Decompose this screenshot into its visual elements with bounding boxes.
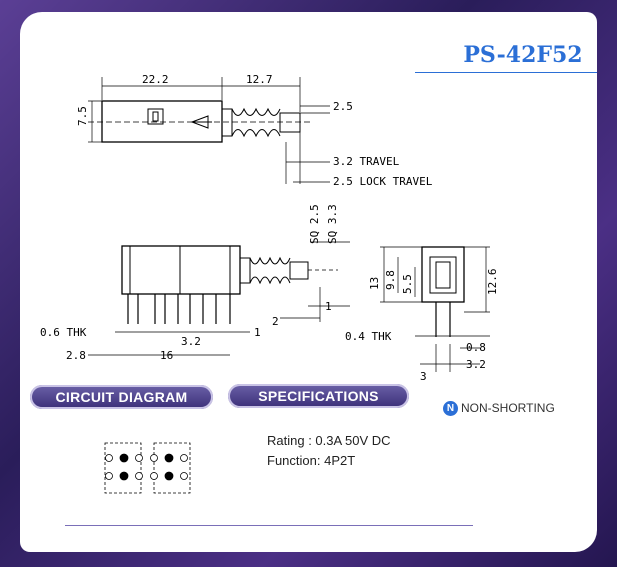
top-view-drawing [88,77,330,184]
dim-label: 22.2 [142,73,169,86]
dim-label: 3.2 [181,335,201,348]
dim-label: 5.5 [401,274,414,294]
datasheet: PS-42F52 [20,12,597,552]
circuit-diagram-drawing [104,442,191,494]
dim-label: 12.6 [486,269,499,296]
rating-text: Rating : 0.3A 50V DC [267,433,391,448]
specifications-header: SPECIFICATIONS [228,384,409,408]
dim-label: SQ 2.5 [308,204,321,244]
mechanical-drawing: 22.2 12.7 2.5 7.5 3.2 TRAVEL 2.5 LOCK TR… [40,73,499,494]
dim-label: 12.7 [246,73,273,86]
dimension-labels: 22.2 12.7 2.5 7.5 3.2 TRAVEL 2.5 LOCK TR… [40,73,499,383]
dim-label: 2.8 [66,349,86,362]
dim-label: SQ 3.3 [326,204,339,244]
dim-label: 2.5 LOCK TRAVEL [333,175,433,188]
specifications-label: SPECIFICATIONS [258,388,379,404]
bottom-divider [65,525,473,526]
dim-label: 7.5 [76,106,89,126]
dim-label: 3 [420,370,427,383]
dim-label: 0.6 THK [40,326,87,339]
dim-label: 2.5 [333,100,353,113]
dim-label: 0.4 THK [345,330,392,343]
dim-label: 0.8 [466,341,486,354]
dim-label: 2 [272,315,279,328]
side-view-drawing [88,241,350,356]
dim-label: 16 [160,349,173,362]
dim-label: 1 [254,326,261,339]
dim-label: 3.2 TRAVEL [333,155,400,168]
title-underline [415,72,597,73]
function-text: Function: 4P2T [267,453,356,468]
non-shorting-label: NON-SHORTING [461,401,555,415]
dim-label: 13 [368,277,381,290]
non-shorting-icon: N [443,401,458,416]
circuit-diagram-header: CIRCUIT DIAGRAM [30,385,213,409]
dim-label: 1 [325,300,332,313]
part-number-title: PS-42F52 [463,42,583,68]
circuit-diagram-label: CIRCUIT DIAGRAM [55,389,188,405]
dim-label: 3.2 [466,358,486,371]
end-view-drawing [380,246,490,372]
dim-label: 9.8 [384,270,397,290]
